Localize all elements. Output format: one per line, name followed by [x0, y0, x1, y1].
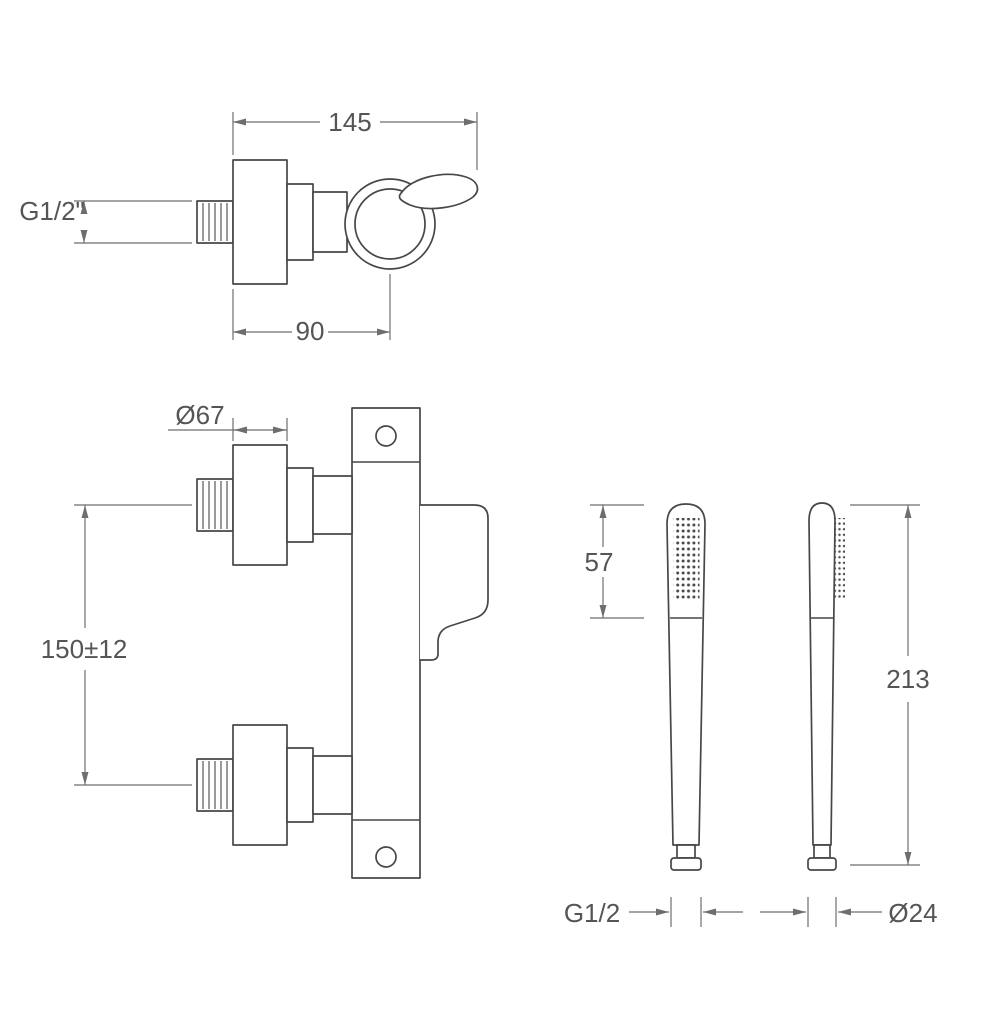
- dim-handset-thread: G1/2: [564, 897, 743, 928]
- body-neck-bottom: [312, 755, 353, 815]
- dim-inlet-thread: G1/2": [19, 196, 192, 244]
- mixer-body-bulge: [419, 504, 489, 661]
- handshower-front-view: [666, 503, 706, 871]
- dim-handset-diameter: Ø24: [760, 897, 938, 928]
- bottom-mounting-hole: [375, 846, 397, 868]
- thread-hatching: [202, 481, 228, 529]
- dim-label-handset-length: 213: [886, 664, 929, 694]
- dim-top-width: 145: [232, 107, 478, 170]
- mixer-front-view: [196, 407, 489, 879]
- locknut-bottom: [286, 747, 314, 823]
- locknut-top: [286, 467, 314, 543]
- thread-hatching: [202, 761, 228, 809]
- dim-flange-diameter: Ø67: [168, 400, 288, 441]
- spray-face-edge-dots: [834, 518, 845, 600]
- mixer-top-view: [196, 159, 479, 285]
- dim-label-inlet-spacing: 150±12: [41, 634, 128, 664]
- dim-label-inlet-thread: G1/2": [19, 196, 85, 226]
- dim-label-top-width: 145: [328, 107, 371, 137]
- handshower-nut-front: [670, 857, 702, 871]
- wall-flange-top: [232, 444, 288, 566]
- spray-face-dots: [673, 518, 700, 600]
- wall-flange-bottom: [232, 724, 288, 846]
- handshower-body-side: [808, 502, 836, 846]
- dim-label-handset-thread: G1/2: [564, 898, 620, 928]
- cartridge-cap-inner: [354, 188, 426, 260]
- mixer-column: [351, 407, 421, 879]
- handshower-side-view: [807, 502, 845, 871]
- locknut-top-view: [286, 183, 314, 261]
- handshower-connector-side: [813, 844, 831, 859]
- dim-label-head-length: 57: [585, 547, 614, 577]
- dim-body-depth: 90: [232, 274, 391, 346]
- dim-handset-length: 213: [850, 504, 930, 866]
- lever-handle-top-view: [398, 173, 479, 210]
- top-mounting-hole: [375, 425, 397, 447]
- dim-head-length: 57: [585, 504, 644, 619]
- dim-label-flange-diameter: Ø67: [175, 400, 224, 430]
- thread-hatching: [202, 203, 228, 241]
- handshower-nut-side: [807, 857, 837, 871]
- dim-label-handset-diameter: Ø24: [888, 898, 937, 928]
- dim-inlet-spacing: 150±12: [41, 504, 192, 786]
- body-neck-top-view: [312, 191, 348, 253]
- handshower-connector-front: [676, 844, 696, 859]
- dim-label-body-depth: 90: [296, 316, 325, 346]
- body-neck-top: [312, 475, 353, 535]
- wall-flange-top-view: [232, 159, 288, 285]
